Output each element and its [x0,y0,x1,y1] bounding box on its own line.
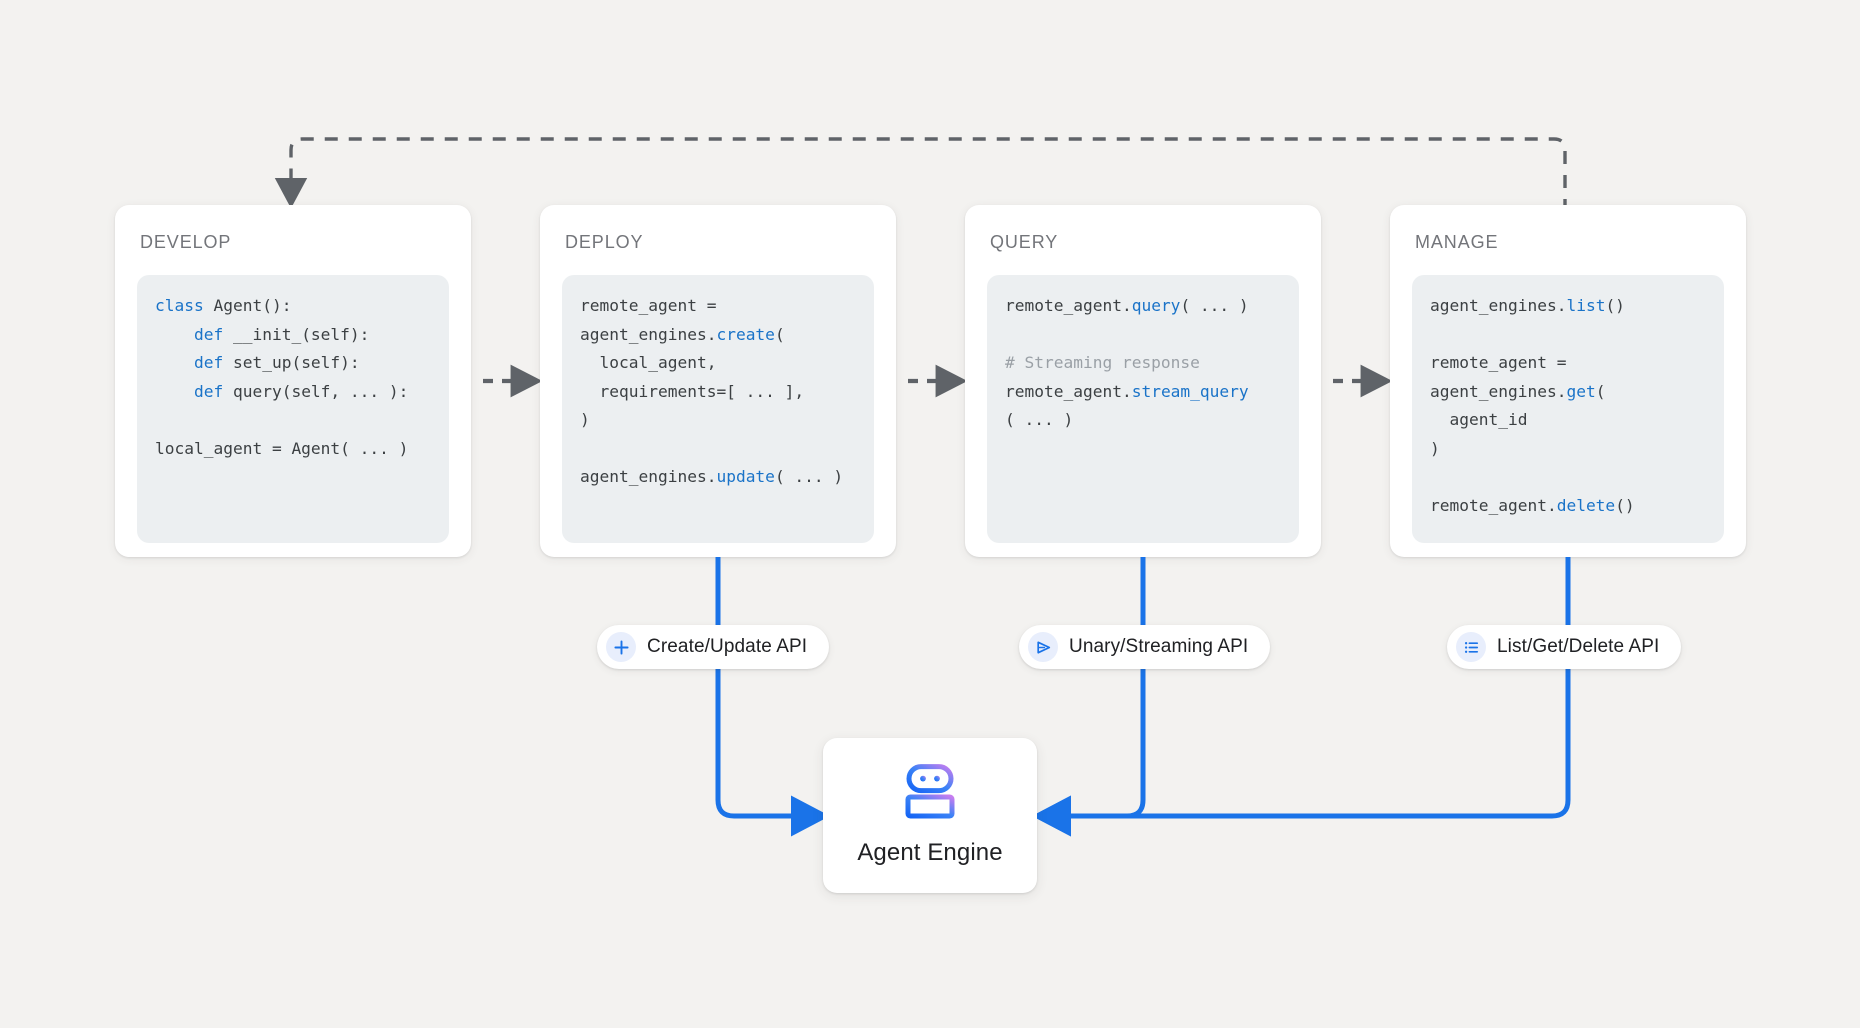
stage-title-query: QUERY [990,232,1059,252]
api-pill-unary-streaming[interactable]: Unary/Streaming API [1019,625,1271,669]
wire-query-to-agent-engine [1032,557,1146,837]
stage-title-develop: DEVELOP [140,232,232,252]
code-text-develop: class Agent(): def __init_(self): def se… [155,296,409,458]
wire-manage-to-agent-engine [1032,557,1571,837]
code-block-develop: class Agent(): def __init_(self): def se… [137,275,449,543]
stage-card-manage: MANAGE agent_engines.list() remote_agent… [1390,205,1746,557]
send-icon [1028,632,1058,662]
stage-card-query: QUERY remote_agent.query( ... ) # Stream… [965,205,1321,557]
api-pill-list-get-delete[interactable]: List/Get/Delete API [1447,625,1682,669]
wire-deploy-to-agent-engine [715,557,830,837]
code-text-manage: agent_engines.list() remote_agent = agen… [1430,296,1635,515]
list-icon [1456,632,1486,662]
stage-title-manage: MANAGE [1415,232,1499,252]
feedback-loop-arrow [274,137,1567,212]
code-text-deploy: remote_agent = agent_engines.create( loc… [580,296,844,486]
stage-card-deploy: DEPLOY remote_agent = agent_engines.crea… [540,205,896,557]
agent-engine-label: Agent Engine [857,839,1003,866]
api-pill-label: Unary/Streaming API [1069,636,1249,657]
stage-title-deploy: DEPLOY [565,232,644,252]
code-text-query: remote_agent.query( ... ) # Streaming re… [1005,296,1249,429]
code-block-deploy: remote_agent = agent_engines.create( loc… [562,275,874,543]
code-block-query: remote_agent.query( ... ) # Streaming re… [987,275,1299,543]
stage-card-develop: DEVELOP class Agent(): def __init_(self)… [115,205,471,557]
agent-engine-node[interactable]: Agent Engine [823,738,1037,893]
plus-icon [606,632,636,662]
api-pill-label: Create/Update API [647,636,808,657]
code-block-manage: agent_engines.list() remote_agent = agen… [1412,275,1724,543]
robot-icon [897,764,963,827]
api-pill-create-update[interactable]: Create/Update API [597,625,830,669]
api-pill-label: List/Get/Delete API [1497,636,1660,657]
